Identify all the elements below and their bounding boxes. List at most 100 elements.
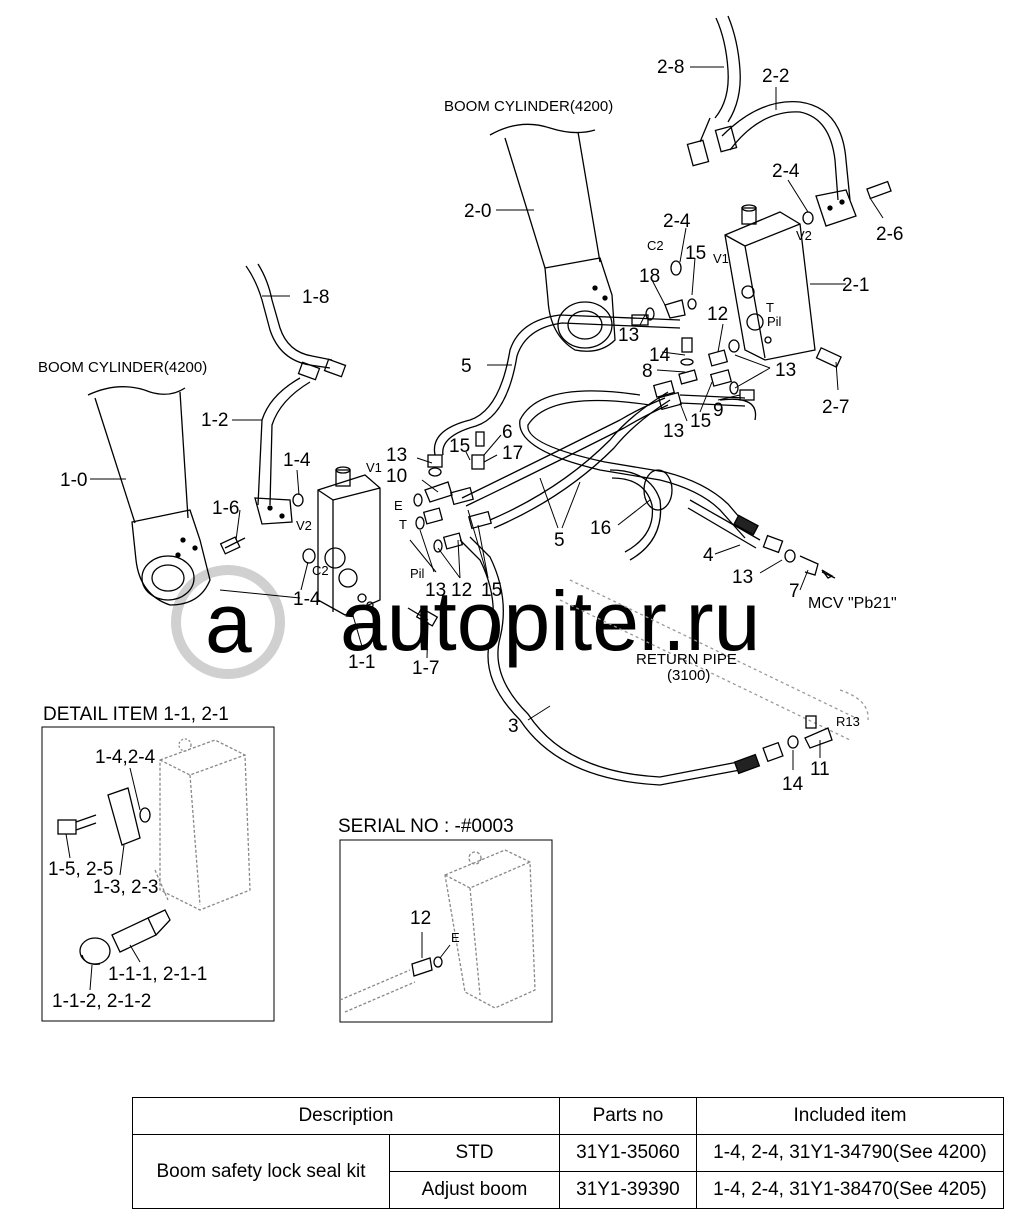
callout-8: 8 <box>642 361 653 382</box>
right-safety-valve <box>724 204 842 368</box>
callout-1-7: 1-7 <box>412 658 439 679</box>
port-v1-left: V1 <box>366 460 382 475</box>
variant-cell: STD <box>389 1134 560 1172</box>
return-pipe-ref: (3100) <box>667 667 710 684</box>
detail-title: DETAIL ITEM 1-1, 2-1 <box>43 704 229 725</box>
pipe-2-2-flange <box>802 180 892 227</box>
table-row: Boom safety lock seal kit STD 31Y1-35060… <box>132 1134 1005 1209</box>
detail-label-1-1-1-2-1-1: 1-1-1, 2-1-1 <box>108 964 207 985</box>
variant-cell: Adjust boom <box>389 1171 560 1209</box>
parts-table: Description Parts no Included item Boom … <box>132 1097 1005 1209</box>
detail-label-1-4-2-4: 1-4,2-4 <box>95 747 156 768</box>
callout-12-right: 12 <box>707 304 728 325</box>
right-boom-cylinder <box>489 123 616 352</box>
watermark: a autopiter.ru <box>171 565 760 679</box>
callout-13-c: 13 <box>618 325 639 346</box>
callout-1-1: 1-1 <box>348 652 375 673</box>
port-c2-right: C2 <box>647 238 664 253</box>
hose-4 <box>687 499 819 576</box>
callout-5-lower: 5 <box>554 530 565 551</box>
port-t-right: T <box>766 300 774 315</box>
callout-13-b: 13 <box>425 580 446 601</box>
callout-1-0: 1-0 <box>60 470 87 491</box>
return-pipe-label: RETURN PIPE <box>636 651 737 668</box>
left-boom-cylinder <box>87 386 211 606</box>
table-header-row: Description Parts no Included item <box>132 1097 1005 1135</box>
callout-14-upper: 14 <box>649 345 671 366</box>
callout-14-lower: 14 <box>782 774 804 795</box>
callout-1-4-upper: 1-4 <box>283 450 311 471</box>
serial-port-e: E <box>451 930 460 945</box>
watermark-text: autopiter.ru <box>340 574 760 668</box>
callout-15-d: 15 <box>690 411 711 432</box>
callout-17: 17 <box>502 443 523 464</box>
pipe-2-8 <box>686 15 851 201</box>
callout-2-7: 2-7 <box>822 397 849 418</box>
svg-text:a: a <box>205 576 252 670</box>
callout-18: 18 <box>639 266 660 287</box>
callout-2-2: 2-2 <box>762 66 789 87</box>
leader-lines <box>90 66 884 770</box>
port-pil-right: Pil <box>767 314 782 329</box>
part-no-cell: 31Y1-35060 <box>558 1134 697 1172</box>
callout-6: 6 <box>502 422 513 443</box>
callout-2-4-left: 2-4 <box>663 211 691 232</box>
callout-3: 3 <box>508 716 519 737</box>
pipe-1-2 <box>254 377 311 525</box>
return-pipe <box>559 579 869 741</box>
right-cylinder-title: BOOM CYLINDER(4200) <box>444 98 613 115</box>
callout-13-a: 13 <box>386 445 407 466</box>
callouts: 1-0 1-1 1-2 1-4 1-4 1-6 1-7 1-8 2-0 2-1 … <box>38 57 903 795</box>
port-v2-right: V2 <box>796 228 812 243</box>
detail-label-1-5-2-5: 1-5, 2-5 <box>48 859 113 880</box>
callout-13-e: 13 <box>775 360 796 381</box>
kit-description: Boom safety lock seal kit <box>132 1134 390 1209</box>
callout-12-left: 12 <box>451 580 472 601</box>
detail-label-1-1-2-2-1-2: 1-1-2, 2-1-2 <box>52 991 151 1012</box>
left-safety-valve <box>219 466 439 627</box>
callout-1-8: 1-8 <box>302 287 329 308</box>
fitting-11 <box>733 715 833 775</box>
port-pil-left: Pil <box>410 566 425 581</box>
hoses <box>433 314 757 786</box>
callout-2-1: 2-1 <box>842 275 869 296</box>
port-r13: R13 <box>836 714 860 729</box>
pipe-1-8 <box>245 263 347 381</box>
callout-9: 9 <box>713 400 724 421</box>
callout-11: 11 <box>810 759 830 780</box>
header-parts-no: Parts no <box>558 1097 697 1135</box>
callout-4: 4 <box>703 545 714 566</box>
callout-16: 16 <box>590 518 611 539</box>
header-included-item: Included item <box>695 1097 1005 1135</box>
detail-box: DETAIL ITEM 1-1, 2-1 1-4,2-4 1-5, 2-5 1-… <box>41 704 275 1022</box>
included-cell: 1-4, 2-4, 31Y1-34790(See 4200) <box>695 1134 1005 1172</box>
port-v2-left: V2 <box>296 518 312 533</box>
part-no-cell: 31Y1-39390 <box>558 1171 697 1209</box>
callout-1-2: 1-2 <box>201 410 228 431</box>
callout-13-d: 13 <box>663 421 684 442</box>
port-v1-right: V1 <box>713 251 729 266</box>
left-cylinder-title: BOOM CYLINDER(4200) <box>38 359 207 376</box>
callout-1-6: 1-6 <box>212 498 239 519</box>
callout-15-c: 15 <box>685 243 706 264</box>
callout-2-6: 2-6 <box>876 224 903 245</box>
serial-title: SERIAL NO : -#0003 <box>338 816 514 837</box>
callout-1-4-lower: 1-4 <box>293 589 321 610</box>
port-t-left: T <box>399 517 407 532</box>
serial-box: SERIAL NO : -#0003 12 E <box>338 816 553 1023</box>
callout-2-4-right: 2-4 <box>772 161 800 182</box>
mcv-arrow <box>821 569 836 579</box>
included-cell: 1-4, 2-4, 31Y1-38470(See 4205) <box>695 1171 1005 1209</box>
port-c2-left: C2 <box>312 563 329 578</box>
callout-2-8: 2-8 <box>657 57 684 78</box>
callout-2-0: 2-0 <box>464 201 491 222</box>
callout-15-a: 15 <box>449 436 470 457</box>
serial-part-12: 12 <box>410 908 431 929</box>
detail-label-1-3-2-3: 1-3, 2-3 <box>93 877 158 898</box>
callout-13-f: 13 <box>732 567 753 588</box>
clamp-16 <box>643 469 673 511</box>
port-e-left: E <box>394 498 403 513</box>
header-description: Description <box>132 1097 560 1135</box>
callout-15-b: 15 <box>481 580 502 601</box>
